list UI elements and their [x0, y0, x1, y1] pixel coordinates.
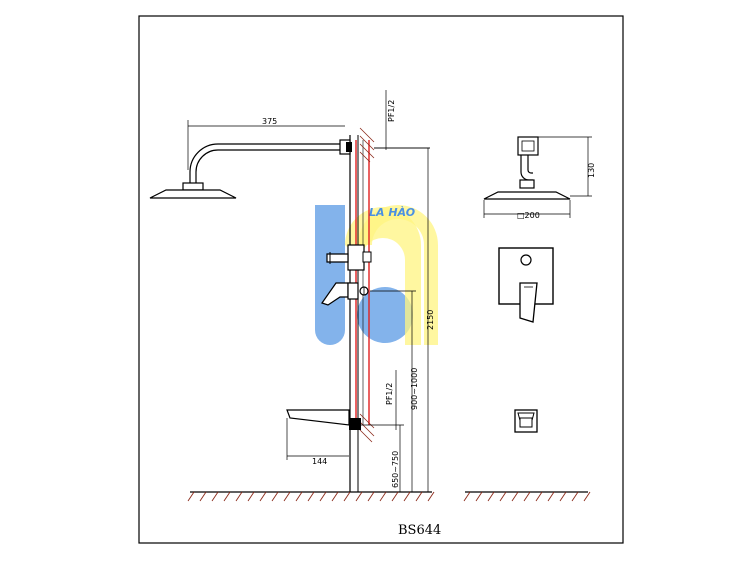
wall-hatch-top	[359, 127, 375, 163]
drawing-frame	[138, 15, 624, 544]
front-arm	[520, 155, 533, 181]
spout-flange	[349, 418, 361, 430]
head-connector	[182, 182, 204, 191]
mixer-body	[347, 244, 365, 271]
watermark-logo	[315, 205, 438, 345]
model-label: BS644	[398, 523, 441, 538]
front-shower-head	[483, 191, 571, 200]
dim-arm-length: 375	[262, 117, 277, 126]
dim-total-height: 2150	[426, 310, 435, 330]
diverter-knob	[326, 253, 349, 263]
dim-arm-height: 130	[587, 163, 596, 178]
dim-top-inlet: PF1/2	[387, 100, 396, 122]
arm-flange-cap	[346, 142, 352, 152]
shower-head-side	[149, 189, 237, 199]
mixer-lever-base	[347, 282, 359, 300]
shower-arm-outer	[189, 143, 340, 183]
bath-spout	[286, 409, 350, 426]
floor-hatch-right	[463, 491, 591, 502]
wall-hatch-bottom	[359, 413, 375, 443]
dim-mixer-range: 900~1000	[410, 368, 419, 410]
mixer-lever-front	[519, 282, 538, 323]
watermark-brand-text: LA HÀO	[369, 205, 415, 219]
floor-hatch-left	[187, 491, 435, 502]
mixer-port	[362, 251, 372, 263]
dim-spout-range: 650~750	[391, 451, 400, 488]
dim-head-diameter: □200	[517, 211, 540, 220]
dim-spout-length: 144	[312, 457, 327, 466]
front-spout-outlet	[519, 417, 533, 428]
dim-lower-inlet: PF1/2	[385, 383, 394, 405]
shower-arm-inner	[195, 149, 340, 183]
diverter-button	[520, 254, 532, 266]
